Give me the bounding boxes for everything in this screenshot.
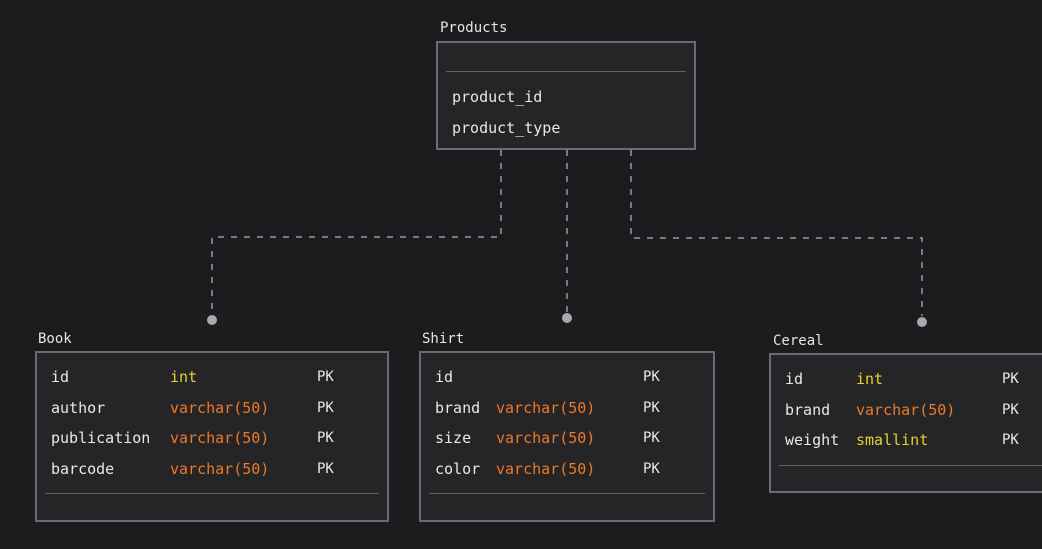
table-divider (779, 465, 1042, 466)
connector-end-dot-shirt (562, 313, 572, 323)
column-type: varchar(50) (496, 460, 596, 478)
column-name: publication (51, 429, 151, 447)
column-name: author (51, 399, 106, 417)
table-divider (446, 71, 686, 72)
connector-end-dot-book (207, 315, 217, 325)
column-key: PK (1002, 402, 1019, 418)
column-key: PK (317, 369, 334, 385)
column-type: smallint (856, 431, 929, 449)
column-type: varchar(50) (496, 429, 596, 447)
column-type: varchar(50) (170, 460, 270, 478)
column-key: PK (643, 461, 660, 477)
connector-end-dot-cereal (917, 317, 927, 327)
column-name: product_id (452, 88, 543, 106)
column-key: PK (317, 430, 334, 446)
column-key: PK (317, 400, 334, 416)
column-name: id (435, 368, 454, 386)
column-name: color (435, 460, 481, 478)
column-name: brand (435, 399, 481, 417)
column-type: varchar(50) (170, 399, 270, 417)
column-key: PK (1002, 371, 1019, 387)
table-products[interactable]: product_id product_type (436, 41, 696, 150)
table-cereal[interactable]: id int PK brand varchar(50) PK weight sm… (769, 353, 1042, 493)
column-name: id (785, 370, 804, 388)
table-title-shirt: Shirt (422, 331, 465, 347)
column-type: varchar(50) (856, 401, 956, 419)
column-key: PK (1002, 432, 1019, 448)
column-name: barcode (51, 460, 115, 478)
table-title-book: Book (38, 331, 72, 347)
column-type: int (170, 368, 198, 386)
column-key: PK (643, 430, 660, 446)
column-key: PK (643, 369, 660, 385)
table-title-cereal: Cereal (773, 333, 824, 349)
column-name: product_type (452, 119, 561, 137)
column-name: weight (785, 431, 840, 449)
column-name: size (435, 429, 472, 447)
connector-products-cereal (630, 150, 923, 316)
column-type: int (856, 370, 884, 388)
column-type: varchar(50) (496, 399, 596, 417)
table-shirt[interactable]: id PK brand varchar(50) PK size varchar(… (419, 351, 715, 522)
table-divider (429, 493, 705, 494)
column-key: PK (317, 461, 334, 477)
table-book[interactable]: id int PK author varchar(50) PK publicat… (35, 351, 389, 522)
column-key: PK (643, 400, 660, 416)
table-divider (45, 493, 379, 494)
table-title-products: Products (440, 20, 508, 36)
column-name: id (51, 368, 70, 386)
connector-products-book (211, 150, 502, 314)
column-name: brand (785, 401, 831, 419)
column-type: varchar(50) (170, 429, 270, 447)
